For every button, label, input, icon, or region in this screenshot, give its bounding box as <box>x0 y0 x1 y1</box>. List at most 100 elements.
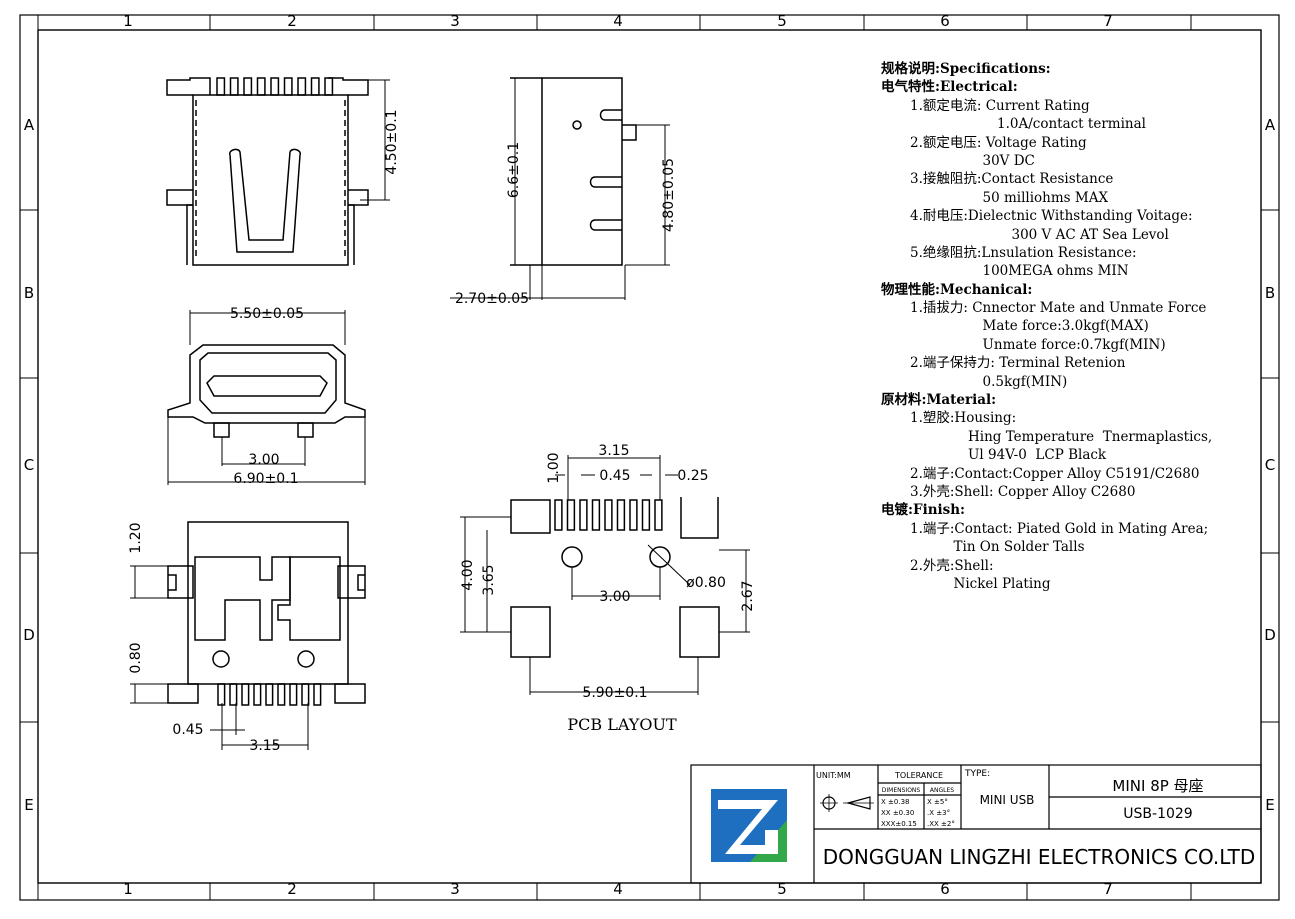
type-label: TYPE: <box>964 769 990 779</box>
dim-front-total-width: 6.90±0.1 <box>233 471 298 487</box>
zone-row-label: B <box>24 284 34 302</box>
spec-line: 0.5kgf(MIN) <box>982 373 1068 390</box>
spec-line: Mate force:3.0kgf(MAX) <box>982 318 1149 335</box>
dim-side-height: 6.6±0.1 <box>506 142 522 198</box>
spec-line: 规格说明:Specifications: <box>881 61 1051 77</box>
company-name: DONGGUAN LINGZHI ELECTRONICS CO.LTD <box>823 845 1256 869</box>
spec-line: 100MEGA ohms MIN <box>982 263 1129 280</box>
zone-column-label: 5 <box>777 880 787 898</box>
spec-line: 1.额定电流: Current Rating <box>910 97 1090 114</box>
zone-row-label: A <box>1265 116 1276 134</box>
spec-line: 电镀:Finish: <box>881 502 966 519</box>
tol-dim-3: XXX±0.15 <box>881 820 917 828</box>
dim-pcb-gap: 0.25 <box>677 468 708 484</box>
inner-frame <box>37 29 1262 884</box>
dim-bottom-pad: 0.80 <box>128 642 144 673</box>
spec-line: 电气特性:Electrical: <box>881 79 1018 96</box>
tol-ang-3: .XX ±2° <box>927 820 955 828</box>
spec-line: 300 V AC AT Sea Levol <box>1011 226 1169 243</box>
dim-side-depth: 2.70±0.05 <box>455 291 529 307</box>
zone-column-label: 6 <box>940 12 950 30</box>
zone-column-label: 1 <box>123 12 133 30</box>
spec-line: 5.绝缘阻抗:Lnsulation Resistance: <box>910 244 1137 261</box>
spec-line: 3.接触阻抗:Contact Resistance <box>910 171 1114 188</box>
dim-pcb-pin-width: 0.45 <box>599 468 630 484</box>
spec-line: 4.耐电压:Dielectnic Withstanding Voitage: <box>910 208 1193 225</box>
dim-pcb-total-width: 5.90±0.1 <box>582 685 647 701</box>
specifications-list: 规格说明:Specifications: 电气特性:Electrical:1.额定… <box>881 60 1212 593</box>
zone-row-label: E <box>1265 796 1274 814</box>
zone-column-label: 2 <box>287 12 297 30</box>
spec-line: 2.端子保持力: Terminal Retenion <box>910 355 1126 372</box>
pcb-layout-label: PCB LAYOUT <box>567 715 677 734</box>
zone-row-label: B <box>1265 284 1275 302</box>
zone-column-label: 1 <box>123 880 133 898</box>
company-logo <box>711 789 787 862</box>
spec-line: 原材料:Material: <box>881 392 997 409</box>
bottom-view <box>130 521 366 750</box>
dim-front-width: 5.50±0.05 <box>230 306 304 322</box>
dim-bottom-pin-width: 0.45 <box>172 722 203 738</box>
dimension-labels: 4.50±0.1 6.6±0.1 4.80±0.05 2.70±0.05 5.5… <box>128 109 756 754</box>
unit-label: UNIT:MM <box>816 771 851 780</box>
dim-pcb-hole-pitch: 3.00 <box>599 589 630 605</box>
dimensions-header: DIMENSIONS <box>882 787 921 794</box>
spec-line: 物理性能:Mechanical: <box>881 281 1033 298</box>
zone-row-label: A <box>24 116 35 134</box>
front-view <box>167 310 366 485</box>
zone-column-label: 6 <box>940 880 950 898</box>
title-block <box>690 764 1262 884</box>
zone-column-label: 3 <box>450 880 460 898</box>
zone-column-label: 7 <box>1103 12 1113 30</box>
dim-top-height: 4.50±0.1 <box>384 109 400 174</box>
zone-row-label: C <box>24 456 34 474</box>
spec-line: Hing Temperature Tnermaplastics, <box>968 428 1213 445</box>
type-value: MINI USB <box>980 793 1035 807</box>
tolerance-label: TOLERANCE <box>894 771 943 780</box>
zone-column-label: 4 <box>613 12 623 30</box>
zone-column-label: 3 <box>450 12 460 30</box>
spec-line: Unmate force:0.7kgf(MIN) <box>982 336 1166 353</box>
part-number: USB-1029 <box>1123 806 1192 822</box>
zone-row-label: D <box>23 626 35 644</box>
zone-column-label: 5 <box>777 12 787 30</box>
dim-pcb-right-height: 2.67 <box>740 580 756 611</box>
zone-row-label: E <box>24 796 33 814</box>
spec-line: 1.塑胶:Housing: <box>910 410 1017 427</box>
spec-line: 3.外壳:Shell: Copper Alloy C2680 <box>910 483 1136 500</box>
dim-front-post-pitch: 3.00 <box>248 452 279 468</box>
dim-bottom-pin-span: 3.15 <box>249 738 280 754</box>
spec-line: 2.额定电压: Voltage Rating <box>910 134 1087 151</box>
zone-column-label: 4 <box>613 880 623 898</box>
angles-header: ANGLES <box>930 787 954 794</box>
side-view <box>450 77 670 300</box>
dim-pcb-hole-dia: ø0.80 <box>686 575 726 591</box>
spec-line: Nickel Plating <box>953 575 1051 592</box>
pcb-layout <box>460 455 750 695</box>
dim-pcb-pad-length: 1.00 <box>546 452 562 483</box>
product-name: MINI 8P 母座 <box>1112 777 1203 795</box>
dim-pcb-height-outer: 4.00 <box>460 559 476 590</box>
dim-side-pin-height: 4.80±0.05 <box>661 158 677 232</box>
tol-dim-1: X ±0.38 <box>881 798 909 806</box>
dim-bottom-tab: 1.20 <box>128 522 144 553</box>
tol-ang-1: X ±5° <box>927 798 948 806</box>
outer-frame <box>19 14 1280 901</box>
tol-dim-2: XX ±0.30 <box>881 809 914 817</box>
dim-pcb-pin-span: 3.15 <box>598 443 629 459</box>
spec-line: 1.端子:Contact: Piated Gold in Mating Area… <box>910 520 1209 537</box>
spec-line: 50 milliohms MAX <box>982 189 1109 206</box>
zone-row-label: C <box>1265 456 1275 474</box>
spec-line: 2.外壳:Shell: <box>910 557 994 574</box>
tol-ang-2: .X ±3° <box>927 809 950 817</box>
spec-line: 30V DC <box>982 152 1035 169</box>
spec-line: 1.0A/contact terminal <box>997 116 1146 133</box>
spec-line: Tin On Solder Talls <box>953 539 1085 556</box>
spec-line: Ul 94V-0 LCP Black <box>968 447 1107 464</box>
dim-pcb-height-inner: 3.65 <box>481 564 497 595</box>
spec-line: 2.端子:Contact:Copper Alloy C5191/C2680 <box>910 465 1200 482</box>
zone-column-label: 7 <box>1103 880 1113 898</box>
